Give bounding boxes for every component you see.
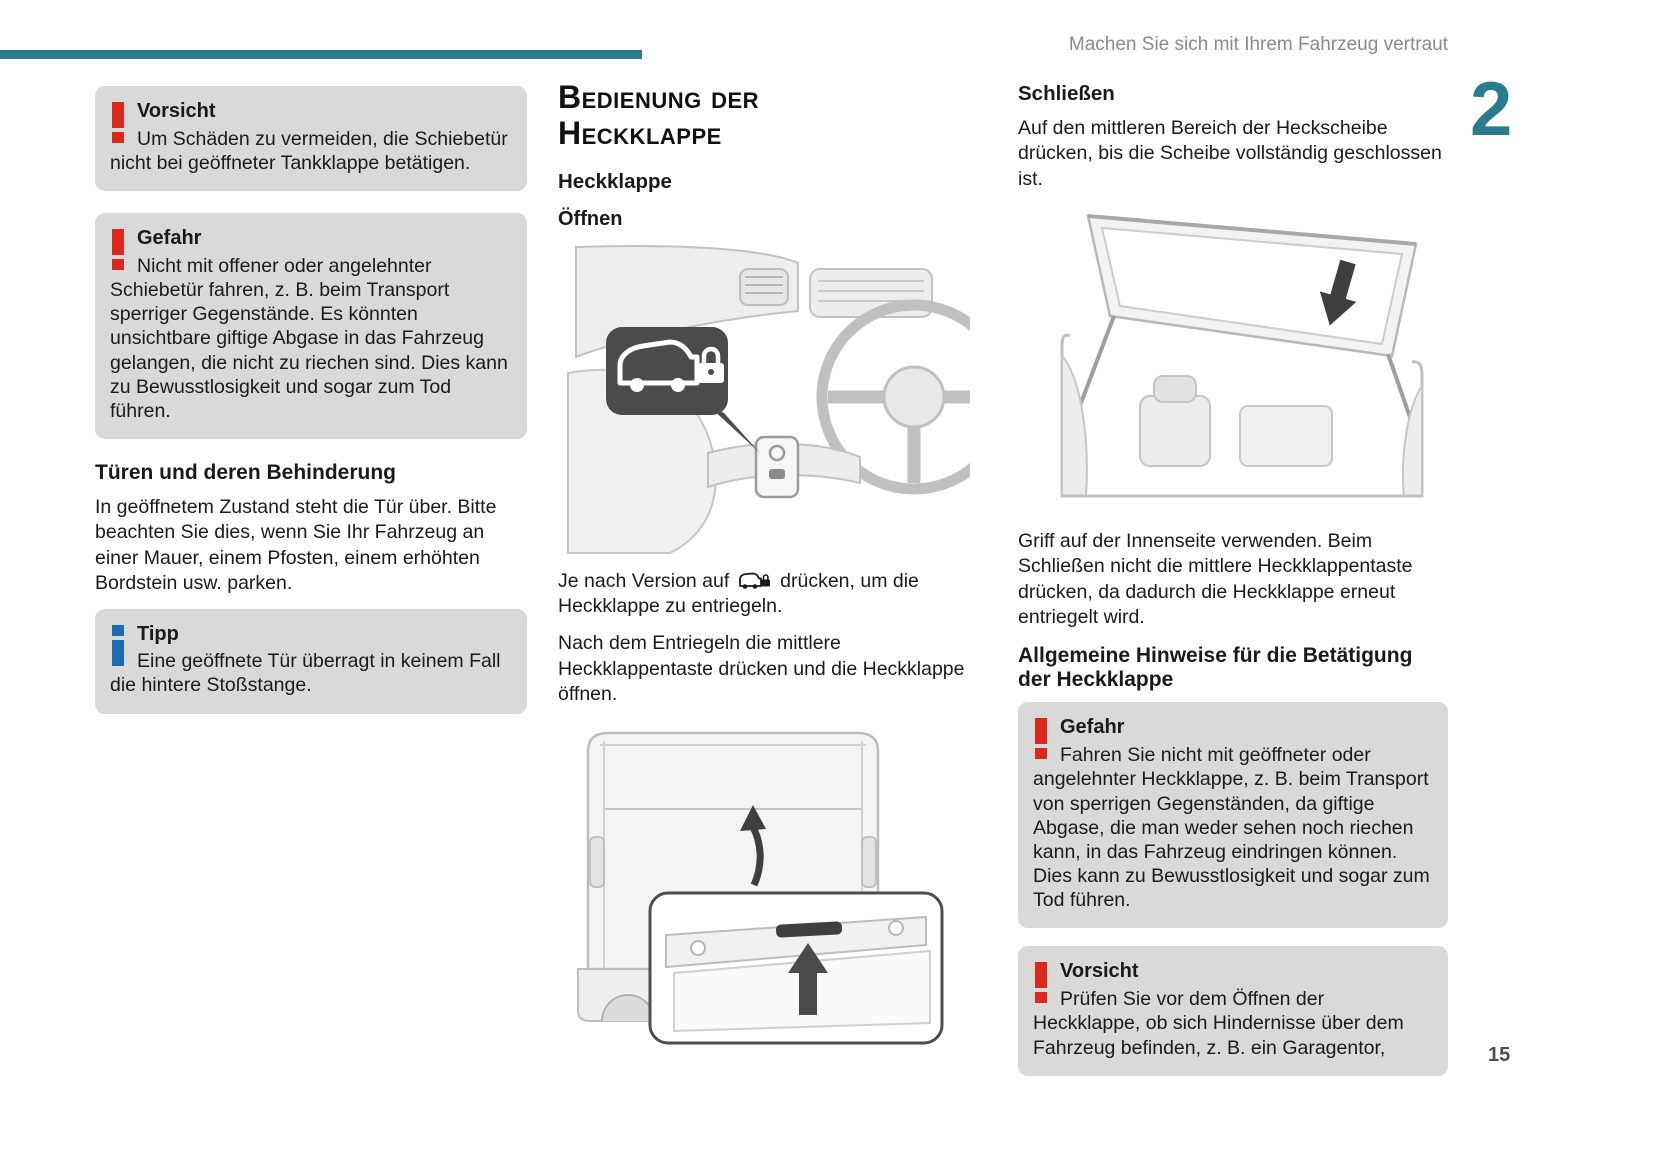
subheading-oeffnen: Öffnen: [558, 207, 623, 230]
running-header: Machen Sie sich mit Ihrem Fahrzeug vertr…: [1068, 34, 1448, 55]
van-rear-illustration: [577, 732, 944, 1045]
tailgate-unlock-icon: [738, 572, 770, 589]
open-paragraph-2: Nach dem Entriegeln die mittlere Heckkla…: [558, 632, 965, 706]
danger-box-title: Gefahr: [137, 227, 202, 250]
open-paragraph-1: Je nach Version auf drücken, um die Heck…: [558, 569, 970, 620]
caution-box-tailgate: Vorsicht Prüfen Sie vor dem Öffnen der H…: [1018, 946, 1448, 1076]
right-column: Schließen Auf den mittleren Bereich der …: [1018, 80, 1448, 1098]
danger-box-text: Nicht mit offener oder angelehnter Schie…: [110, 254, 508, 422]
tip-box-text: Eine geöffnete Tür überragt in keinem Fa…: [110, 650, 501, 697]
page-title: Bedienung der Heckklappe: [558, 79, 970, 152]
caution-box-title: Vorsicht: [137, 100, 216, 122]
close-text-1: Auf den mittleren Bereich der Heckscheib…: [1018, 117, 1442, 190]
caution-box-title: Vorsicht: [1060, 960, 1139, 983]
warning-icon: [1035, 962, 1047, 1004]
page-number: 15: [1488, 1044, 1511, 1066]
info-icon: [112, 624, 124, 666]
warning-icon: [112, 229, 124, 271]
left-column: Vorsicht Um Schäden zu vermeiden, die Sc…: [95, 86, 527, 736]
open-paragraph-1-before: Je nach Version auf: [558, 569, 730, 592]
caution-box-text: Prüfen Sie vor dem Öffnen der Heckklappe…: [1033, 988, 1404, 1059]
door-panel-illustration: [567, 244, 970, 554]
danger-box-sliding-door: Gefahr Nicht mit offener oder angelehnte…: [95, 213, 527, 440]
general-section-title: Allgemeine Hinweise für die Betätigung d…: [1018, 644, 1413, 692]
warning-icon: [1035, 718, 1047, 760]
doors-section-title: Türen und deren Behinderung: [95, 461, 397, 485]
chapter-number: 2: [1470, 67, 1513, 152]
close-section-title: Schließen: [1018, 82, 1115, 105]
van-lock-badge-icon: [606, 326, 760, 453]
open-paragraph-1-after: drücken, um die Heckklappe zu entriegeln…: [558, 569, 919, 617]
warning-icon: [112, 102, 124, 143]
page-title-line1: Bedienung der: [558, 79, 760, 115]
page-title-line2: Heckklappe: [558, 114, 722, 151]
middle-column: Bedienung der Heckklappe Heckklappe Öffn…: [558, 79, 970, 1079]
danger-box-text: Fahren Sie nicht mit geöffneter oder ang…: [1033, 744, 1430, 912]
doors-section-text: In geöffnetem Zustand steht die Tür über…: [95, 496, 497, 595]
danger-box-tailgate: Gefahr Fahren Sie nicht mit geöffneter o…: [1018, 702, 1448, 929]
caution-box-text: Um Schäden zu vermeiden, die Schiebetür …: [110, 127, 508, 174]
close-text-2: Griff auf der Innenseite verwenden. Beim…: [1018, 530, 1413, 629]
header-accent-bar: [0, 50, 642, 59]
handle-inset: [648, 891, 944, 1045]
subheading-heckklappe: Heckklappe: [558, 169, 672, 193]
danger-box-title: Gefahr: [1060, 716, 1125, 739]
tailgate-open-illustration: [1060, 214, 1424, 498]
tip-box-title: Tipp: [137, 622, 179, 645]
tip-box-door: Tipp Eine geöffnete Tür überragt in kein…: [95, 608, 527, 714]
caution-box-sliding-door: Vorsicht Um Schäden zu vermeiden, die Sc…: [95, 86, 527, 192]
